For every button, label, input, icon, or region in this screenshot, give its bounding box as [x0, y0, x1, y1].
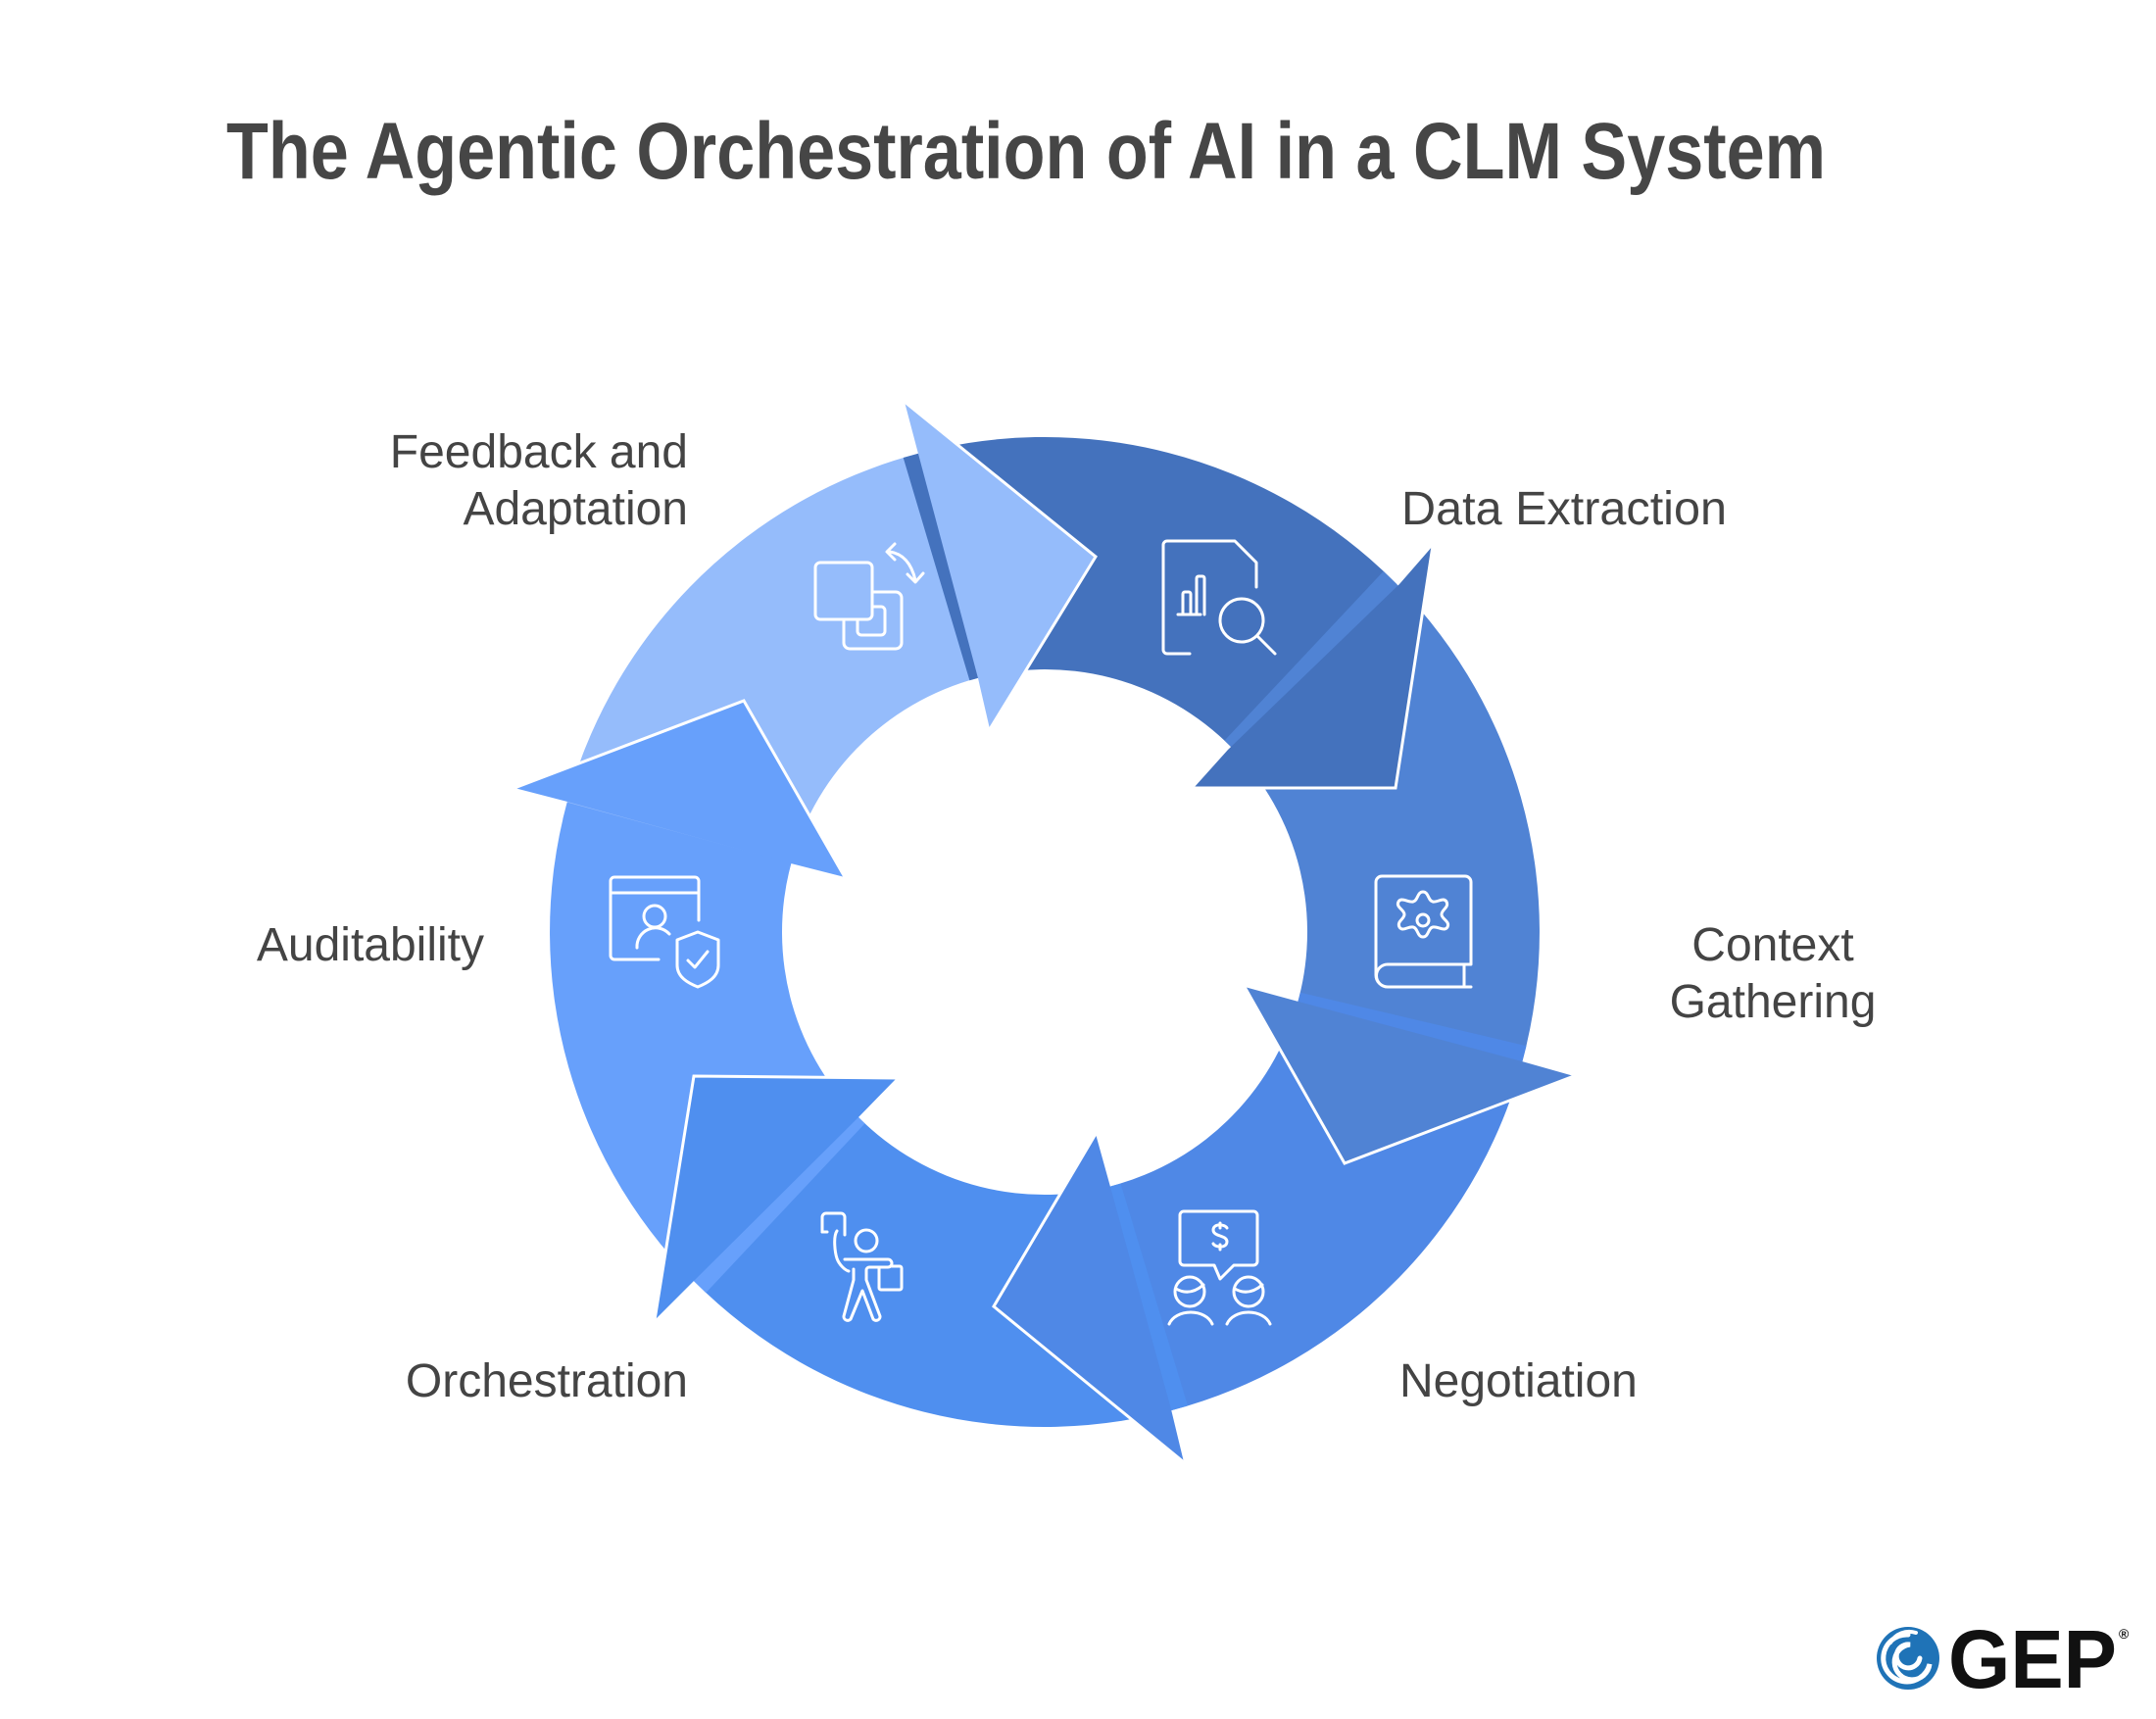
document-chart-search-icon [1161, 539, 1277, 656]
book-gear-icon [1374, 874, 1473, 989]
step-labels: Feedback and Adaptation Data Extraction … [257, 426, 1877, 1407]
profile-shield-check-icon [609, 875, 720, 989]
arrow-head-feedback [904, 400, 1098, 730]
label-data-extraction: Data Extraction [1401, 483, 1727, 535]
diagram-title: The Agentic Orchestration of AI in a CLM… [226, 107, 1826, 196]
label-auditability: Auditability [257, 919, 484, 971]
arrow-head-orchestration [653, 1074, 898, 1321]
registered-mark: ® [2119, 1626, 2130, 1642]
arrow-head-negotiation [992, 1133, 1185, 1464]
person-juggling-boxes-icon [820, 1211, 904, 1322]
label-orchestration: Orchestration [406, 1355, 688, 1407]
gep-swirl-icon [1877, 1627, 1939, 1690]
layers-swap-icon [813, 542, 925, 651]
label-feedback-line2: Adaptation [463, 483, 688, 535]
arrow-head-context [1243, 986, 1575, 1165]
gep-logo: GEP ® [1877, 1613, 2130, 1705]
label-negotiation: Negotiation [1399, 1355, 1638, 1407]
label-feedback-line1: Feedback and [390, 426, 688, 478]
arrow-heads [514, 400, 1575, 1464]
gep-wordmark: GEP [1948, 1613, 2117, 1705]
people-dollar-chat-icon [1167, 1209, 1272, 1326]
label-context-line2: Gathering [1670, 976, 1877, 1028]
arrow-head-data-extraction [1194, 545, 1435, 790]
label-context-line1: Context [1691, 919, 1853, 971]
arrow-head-auditability [514, 699, 847, 878]
